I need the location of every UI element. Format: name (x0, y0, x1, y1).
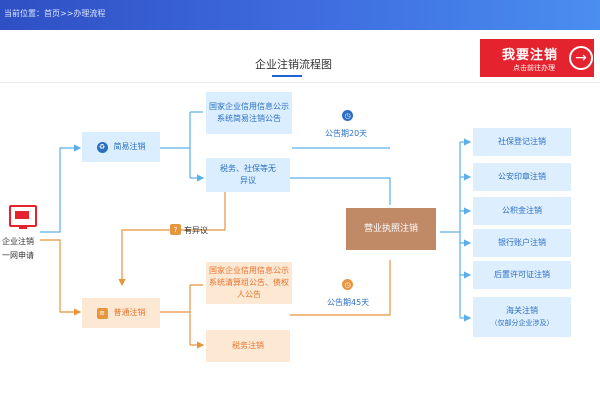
customs-cancel-item[interactable]: 海关注销 （仅部分企业涉及） (473, 297, 571, 337)
business-license-cancel-box: 营业执照注销 (346, 208, 436, 250)
housing-fund-cancel-label: 公积金注销 (502, 206, 542, 215)
cta-sub-label: 点击前往办理 (513, 64, 555, 72)
document-stack-icon: ≡ (96, 307, 108, 319)
period-45-label: 公告期45天 (327, 298, 370, 307)
page-title: 企业注销流程图 (255, 58, 332, 71)
bank-account-cancel-label: 银行账户注销 (498, 238, 546, 247)
simple-deregistration-box: ♻ 简易注销 (82, 132, 160, 162)
general-deregistration-box: ≡ 普通注销 (82, 298, 160, 328)
post-license-cancel-item[interactable]: 后置许可证注销 (473, 261, 571, 289)
simple-announcement-box: 国家企业信用信息公示系统简易注销公告 (206, 92, 292, 134)
liquidation-announcement-label: 国家企业信用信息公示系统清算组公告、债权人公告 (209, 266, 289, 299)
simple-announcement-label: 国家企业信用信息公示系统简易注销公告 (209, 102, 289, 123)
social-security-cancel-item[interactable]: 社保登记注销 (473, 128, 571, 156)
post-license-cancel-label: 后置许可证注销 (494, 270, 550, 279)
question-mark-icon: ? (170, 224, 181, 235)
police-seal-cancel-item[interactable]: 公安印章注销 (473, 163, 571, 191)
customs-note: （仅部分企业涉及） (490, 319, 554, 327)
cta-main-label: 我要注销 (502, 48, 559, 63)
no-objection-label: 税务、社保等无异议 (220, 164, 276, 185)
header-divider (0, 82, 600, 83)
top-header-bar: 当前位置：首页>>办理流程 (0, 0, 600, 30)
simple-deregistration-label: 简易注销 (113, 142, 146, 151)
police-seal-cancel-label: 公安印章注销 (498, 172, 546, 181)
period-20-label: 公告期20天 (325, 129, 368, 138)
business-license-cancel-label: 营业执照注销 (363, 224, 418, 234)
tax-deregistration-label: 税务注销 (232, 341, 264, 350)
social-security-cancel-label: 社保登记注销 (498, 137, 546, 146)
computer-monitor-icon (9, 205, 37, 229)
title-underline (272, 75, 302, 77)
no-objection-box: 税务、社保等无异议 (206, 158, 290, 192)
start-line1: 企业注销 (2, 237, 34, 246)
deregister-now-button[interactable]: 我要注销 点击前往办理 → (480, 39, 594, 77)
housing-fund-cancel-item[interactable]: 公积金注销 (473, 197, 571, 225)
recycle-icon: ♻ (96, 141, 108, 153)
breadcrumb: 当前位置：首页>>办理流程 (4, 9, 106, 18)
clock-icon: ◷ (342, 110, 353, 121)
bank-account-cancel-item[interactable]: 银行账户注销 (473, 229, 571, 257)
objection-label: 有异议 (184, 226, 208, 235)
tax-deregistration-box: 税务注销 (206, 330, 290, 362)
start-line2: 一网申请 (2, 251, 34, 260)
customs-cancel-label: 海关注销 (506, 306, 538, 315)
arrow-right-circle-icon: → (569, 46, 593, 70)
clock-icon: ◷ (342, 279, 353, 290)
general-deregistration-label: 普通注销 (113, 308, 146, 317)
liquidation-announcement-box: 国家企业信用信息公示系统清算组公告、债权人公告 (206, 262, 292, 304)
